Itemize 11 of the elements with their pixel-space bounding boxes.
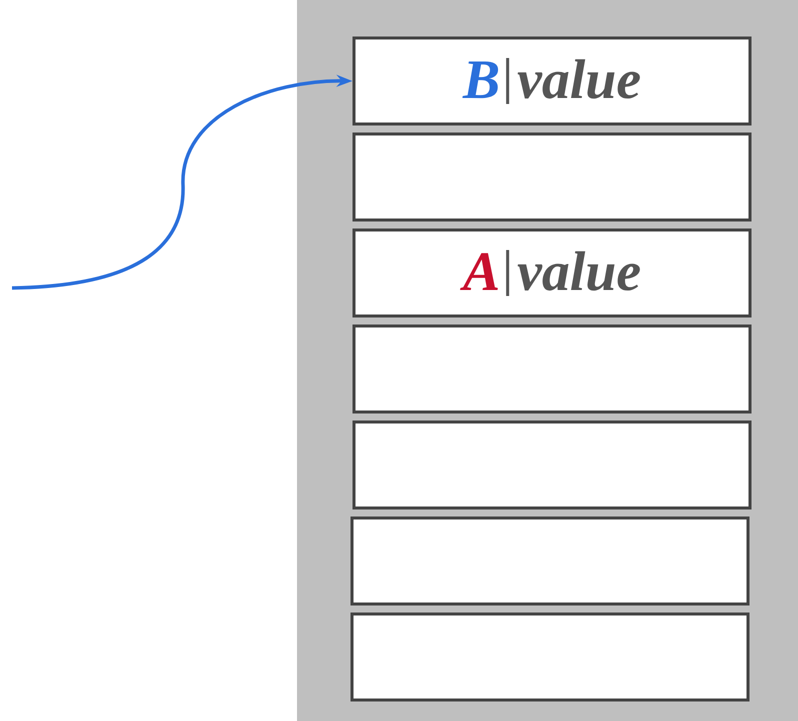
letter: A — [460, 253, 498, 290]
memory-slot — [352, 36, 752, 126]
memory-slot — [352, 132, 752, 222]
memory-slot — [352, 420, 752, 510]
memory-slot — [350, 612, 750, 702]
memory-slot — [352, 324, 752, 414]
memory-slot — [350, 516, 750, 606]
letter: B — [462, 61, 498, 98]
value-text: value — [518, 251, 640, 291]
value-text: value — [518, 59, 640, 99]
memory-slot — [352, 228, 752, 318]
